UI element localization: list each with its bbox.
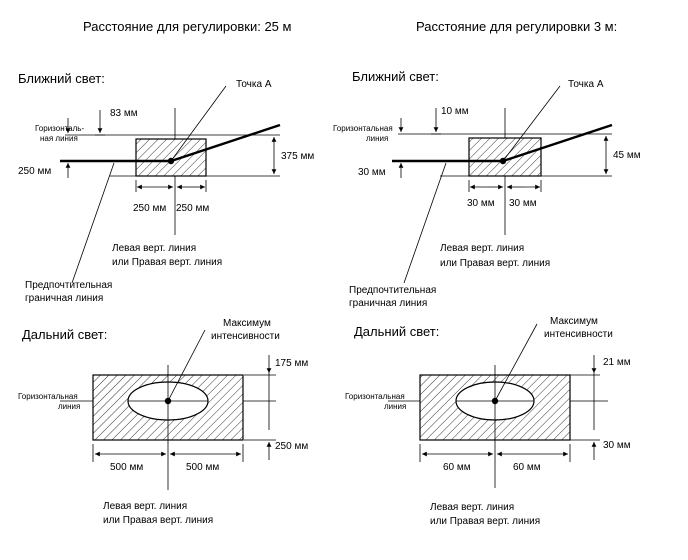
right-low-beam-heading: Ближний свет: xyxy=(352,69,439,84)
left-low-dim-bottom-left: 250 мм xyxy=(133,203,166,214)
left-low-vert-label-1: Левая верт. линия xyxy=(112,243,196,254)
left-low-pref-leader xyxy=(71,162,115,284)
left-high-horiz-label-1: Горизонтальная xyxy=(18,392,78,401)
left-low-dim-bottom-right: 250 мм xyxy=(176,203,209,214)
right-low-dim-left: 30 мм xyxy=(358,167,386,178)
right-low-dim-right: 45 мм xyxy=(613,150,641,161)
right-low-point-a-leader xyxy=(502,85,561,162)
left-low-beam-heading: Ближний свет: xyxy=(18,71,105,86)
left-high-dim-bottom-right: 500 мм xyxy=(186,462,219,473)
left-low-horiz-label-1: Горизонталь- xyxy=(35,124,84,133)
right-low-vert-label-2: или Правая верт. линия xyxy=(440,258,550,269)
left-title: Расстояние для регулировки: 25 м xyxy=(83,19,292,34)
right-low-dim-top: 10 мм xyxy=(441,106,469,117)
left-low-pref-label-1: Предпочтительная xyxy=(25,280,112,291)
left-high-dim-top: 175 мм xyxy=(275,358,308,369)
right-high-horiz-label-2: линия xyxy=(384,402,406,411)
right-low-dim-bottom-right: 30 мм xyxy=(509,198,537,209)
left-high-dim-bottom: 250 мм xyxy=(275,441,308,452)
right-low-pref-leader xyxy=(403,162,447,284)
right-high-vert-label-1: Левая верт. линия xyxy=(430,502,514,513)
right-low-beam-zone xyxy=(468,137,542,177)
left-low-dim-top: 83 мм xyxy=(110,108,138,119)
right-low-point-a-label: Точка А xyxy=(568,79,604,90)
right-high-max-label-2: интенсивности xyxy=(544,329,613,340)
left-high-horiz-label-2: линия xyxy=(58,402,80,411)
left-low-vert-label-2: или Правая верт. линия xyxy=(112,257,222,268)
right-low-vert-label-1: Левая верт. линия xyxy=(440,243,524,254)
left-low-beam-panel: Ближний свет: Точка А 83 мм Горизонталь-… xyxy=(18,71,314,304)
left-low-point-a-leader xyxy=(170,85,227,162)
right-high-dim-bottom-right: 60 мм xyxy=(513,462,541,473)
right-title: Расстояние для регулировки 3 м: xyxy=(416,19,617,34)
right-low-horiz-label-2: линия xyxy=(366,134,388,143)
right-high-max-label-1: Максимум xyxy=(550,316,598,327)
right-high-dim-bottom: 30 мм xyxy=(603,440,631,451)
right-high-dim-top: 21 мм xyxy=(603,357,631,368)
right-high-vert-label-2: или Правая верт. линия xyxy=(430,516,540,527)
left-high-max-leader xyxy=(167,329,206,402)
left-high-dim-bottom-left: 500 мм xyxy=(110,462,143,473)
left-low-pref-label-2: граничная линия xyxy=(25,293,103,304)
right-low-pref-label-2: граничная линия xyxy=(349,298,427,309)
left-low-horiz-label-2: ная линия xyxy=(40,134,78,143)
left-low-beam-zone xyxy=(135,138,207,177)
left-low-dim-left: 250 мм xyxy=(18,166,51,177)
right-high-horiz-label-1: Горизонтальная xyxy=(345,392,405,401)
right-high-dim-bottom-left: 60 мм xyxy=(443,462,471,473)
right-low-horiz-label-1: Горизонтальная xyxy=(333,124,393,133)
right-high-max-leader xyxy=(494,323,538,402)
right-high-beam-heading: Дальний свет: xyxy=(354,324,439,339)
left-high-max-label-1: Максимум xyxy=(223,318,271,329)
left-low-dim-right: 375 мм xyxy=(281,151,314,162)
left-high-beam-heading: Дальний свет: xyxy=(22,327,107,342)
left-high-vert-label-2: или Правая верт. линия xyxy=(103,515,213,526)
left-high-beam-panel: Дальний свет: Максимум интенсивности Гор… xyxy=(18,318,308,526)
left-low-point-a-label: Точка А xyxy=(236,79,272,90)
right-low-pref-label-1: Предпочтительная xyxy=(349,285,436,296)
right-low-beam-panel: Ближний свет: Точка А 10 мм Горизонтальн… xyxy=(333,69,641,309)
right-high-beam-panel: Дальний свет: Максимум интенсивности Гор… xyxy=(345,316,631,527)
left-high-max-label-2: интенсивности xyxy=(211,331,280,342)
left-high-vert-label-1: Левая верт. линия xyxy=(103,501,187,512)
right-low-dim-bottom-left: 30 мм xyxy=(467,198,495,209)
